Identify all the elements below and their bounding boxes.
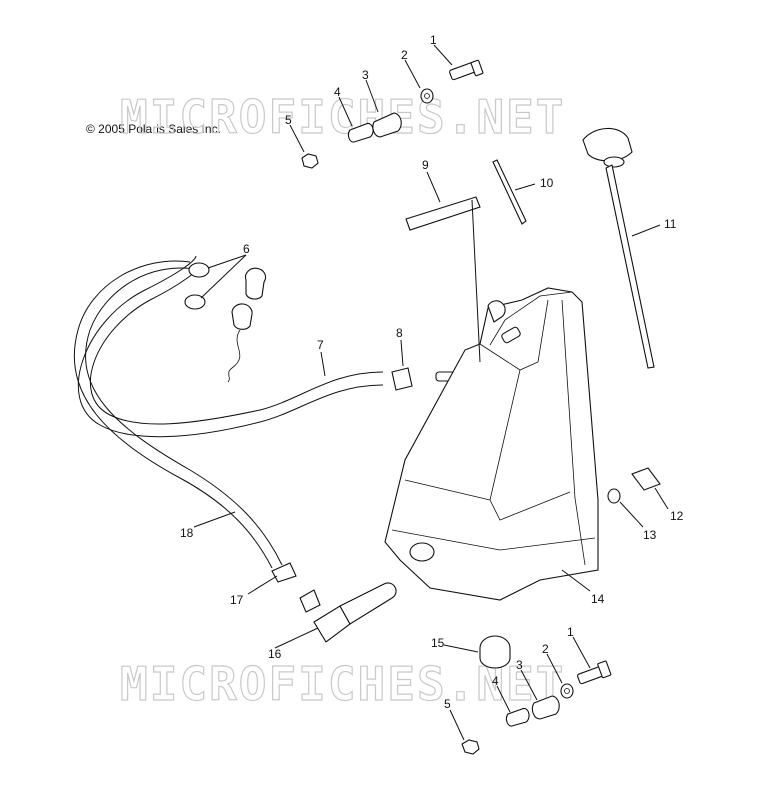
part-15-plug — [479, 635, 511, 669]
part-5-nut-bottom — [461, 739, 480, 755]
callout-5-top: 5 — [285, 113, 292, 127]
part-3-bushing-bottom — [531, 695, 560, 720]
callout-8: 8 — [396, 326, 403, 340]
callout-2-bottom: 2 — [542, 642, 549, 656]
callout-1-bottom: 1 — [567, 625, 574, 639]
callout-12: 12 — [670, 509, 684, 523]
callout-11: 11 — [664, 217, 677, 231]
part-2-washer-bottom — [560, 683, 574, 699]
callout-6: 6 — [243, 242, 250, 256]
watermark-top: MICROFICHES.NET — [120, 90, 565, 144]
callout-7: 7 — [317, 338, 324, 352]
callout-16: 16 — [268, 647, 282, 661]
part-18-hose — [73, 260, 283, 569]
callout-10: 10 — [540, 176, 554, 190]
part-9-tube — [405, 196, 481, 231]
callout-9: 9 — [422, 158, 429, 172]
part-13-washer — [607, 488, 621, 504]
part-4-spacer-bottom — [505, 707, 530, 727]
part-4-spacer-top — [347, 122, 374, 143]
part-1-bolt-top — [449, 59, 484, 81]
part-1-bolt-bottom — [577, 660, 612, 685]
copyright-notice: © 2005 Polaris Sales Inc. — [86, 122, 221, 136]
callout-13: 13 — [643, 528, 657, 542]
callout-3-bottom: 3 — [516, 658, 523, 672]
part-10-pin — [492, 159, 527, 225]
part-12-fitting — [631, 467, 661, 491]
part-17-cap — [271, 562, 297, 583]
part-11-cap-dipstick — [582, 127, 655, 369]
callout-4-top: 4 — [334, 85, 341, 99]
part-8-clamp — [391, 367, 413, 391]
callout-3-top: 3 — [362, 68, 369, 82]
part-16-elbow-fitting — [299, 582, 397, 643]
callout-15: 15 — [431, 636, 445, 650]
callout-1-top: 1 — [430, 33, 437, 47]
part-7-hose — [77, 255, 384, 438]
callout-18: 18 — [180, 526, 194, 540]
part-2-washer-top — [420, 88, 434, 104]
part-6-clamps — [184, 262, 267, 383]
part-14-tank — [384, 287, 599, 601]
callout-4-bottom: 4 — [492, 674, 499, 688]
callout-5-bottom: 5 — [444, 697, 451, 711]
callout-17: 17 — [230, 593, 244, 607]
leader-lines — [193, 44, 669, 741]
part-5-nut-top — [301, 153, 319, 169]
callout-2-top: 2 — [401, 48, 408, 62]
callout-14: 14 — [591, 592, 605, 606]
